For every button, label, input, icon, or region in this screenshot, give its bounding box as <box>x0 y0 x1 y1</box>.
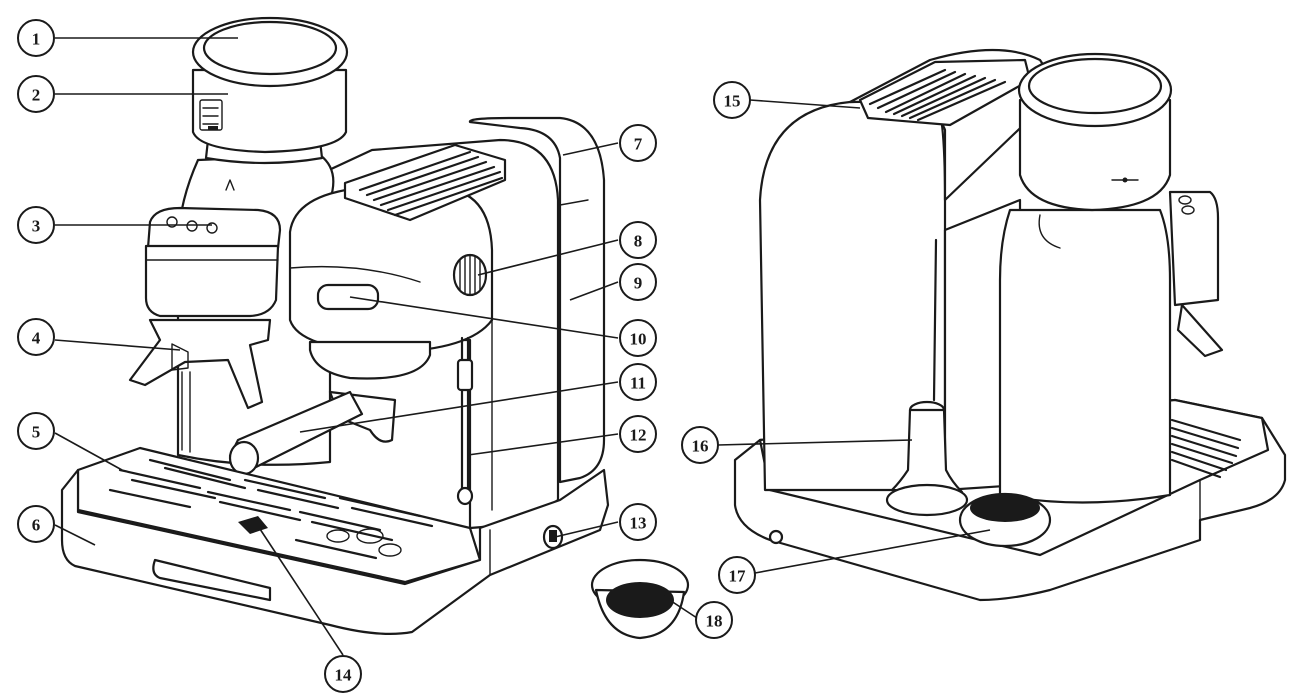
group-head <box>308 340 432 380</box>
rear-cup-warmer-slots <box>868 68 1007 122</box>
callout-bubbles: 1 2 3 4 5 6 7 8 9 10 11 12 13 14 15 16 1… <box>17 19 756 693</box>
callout-18: 18 <box>695 601 733 639</box>
svg-text:6: 6 <box>32 516 41 535</box>
callout-3: 3 <box>17 206 55 244</box>
tray-hole-2 <box>356 528 384 544</box>
callout-7: 7 <box>619 124 657 162</box>
rear-hopper-jar <box>998 208 1172 504</box>
hopper-lid-top <box>202 20 338 76</box>
rear-side-grille <box>1170 418 1242 479</box>
callout-2: 2 <box>17 75 55 113</box>
portafilter-handle-end <box>228 440 260 476</box>
steam-wand-grip <box>456 358 474 392</box>
front-view-machine <box>60 16 690 640</box>
portafilter-holder-fork <box>128 318 272 410</box>
svg-text:15: 15 <box>724 92 741 111</box>
drip-tray-slots <box>108 458 434 560</box>
rear-power-jack <box>768 529 784 545</box>
svg-text:16: 16 <box>692 437 709 456</box>
callout-8: 8 <box>619 221 657 259</box>
cup-warmer-slots <box>358 150 504 217</box>
svg-text:14: 14 <box>335 666 353 685</box>
grinder-adjust-ring <box>191 68 348 154</box>
dispenser-button-1 <box>166 216 178 228</box>
svg-text:7: 7 <box>634 135 643 154</box>
callout-13: 13 <box>619 503 657 541</box>
svg-text:13: 13 <box>630 514 647 533</box>
callout-1: 1 <box>17 19 55 57</box>
callout-10: 10 <box>619 319 657 357</box>
display-window <box>316 283 380 311</box>
callout-9: 9 <box>619 263 657 301</box>
callout-5: 5 <box>17 412 55 450</box>
svg-text:2: 2 <box>32 86 41 105</box>
rear-dispenser-btn-1 <box>1178 195 1192 205</box>
water-tank-pipe <box>932 238 938 402</box>
hopper-arrow-mark <box>225 179 235 191</box>
rear-hopper-lid-top <box>1027 57 1163 115</box>
dispenser-button-2 <box>186 220 198 232</box>
grinder-dispenser-top <box>146 206 282 250</box>
steam-wand-tip <box>456 486 474 506</box>
drip-tray-handle-slot <box>152 558 272 602</box>
holder-clip <box>171 343 189 371</box>
rear-grinder-ring <box>1018 98 1172 212</box>
base-filter-mesh <box>970 494 1040 522</box>
machine-base <box>60 468 610 635</box>
svg-text:8: 8 <box>634 232 643 251</box>
svg-text:12: 12 <box>630 426 647 445</box>
callout-11: 11 <box>619 363 657 401</box>
svg-text:4: 4 <box>32 329 41 348</box>
accessory-cone-base <box>885 483 969 517</box>
tray-hole-1 <box>326 529 350 543</box>
callout-6: 6 <box>17 505 55 543</box>
svg-text:11: 11 <box>630 374 646 393</box>
rear-view-machine <box>733 48 1287 602</box>
callout-12: 12 <box>619 415 657 453</box>
callout-15: 15 <box>713 81 751 119</box>
svg-text:9: 9 <box>634 274 643 293</box>
rear-dispenser-head <box>1168 190 1220 307</box>
callout-17: 17 <box>718 556 756 594</box>
leader-lines <box>54 37 991 656</box>
callout-4: 4 <box>17 318 55 356</box>
svg-text:10: 10 <box>630 330 647 349</box>
filter-basket-mesh <box>606 582 674 618</box>
tray-hole-3 <box>378 543 402 557</box>
grinder-support-post <box>181 371 191 453</box>
svg-text:3: 3 <box>32 217 41 236</box>
rear-jar-window <box>1038 214 1061 249</box>
rear-tower-seam <box>559 199 589 206</box>
svg-text:18: 18 <box>706 612 723 631</box>
control-knob-ridges <box>459 255 481 296</box>
svg-text:5: 5 <box>32 423 41 442</box>
svg-text:1: 1 <box>32 30 41 49</box>
grind-scale-marks <box>199 99 223 131</box>
callout-16: 16 <box>681 426 719 464</box>
rear-holder-fork <box>1176 303 1224 358</box>
grinder-dispenser-body <box>144 244 280 318</box>
rear-tower-body <box>468 116 606 484</box>
rear-dispenser-btn-2 <box>1181 205 1195 215</box>
svg-text:17: 17 <box>729 567 747 586</box>
callout-14: 14 <box>324 655 362 693</box>
power-switch-rocker <box>549 530 557 542</box>
head-seam <box>289 265 421 283</box>
dispenser-button-3 <box>206 222 218 234</box>
